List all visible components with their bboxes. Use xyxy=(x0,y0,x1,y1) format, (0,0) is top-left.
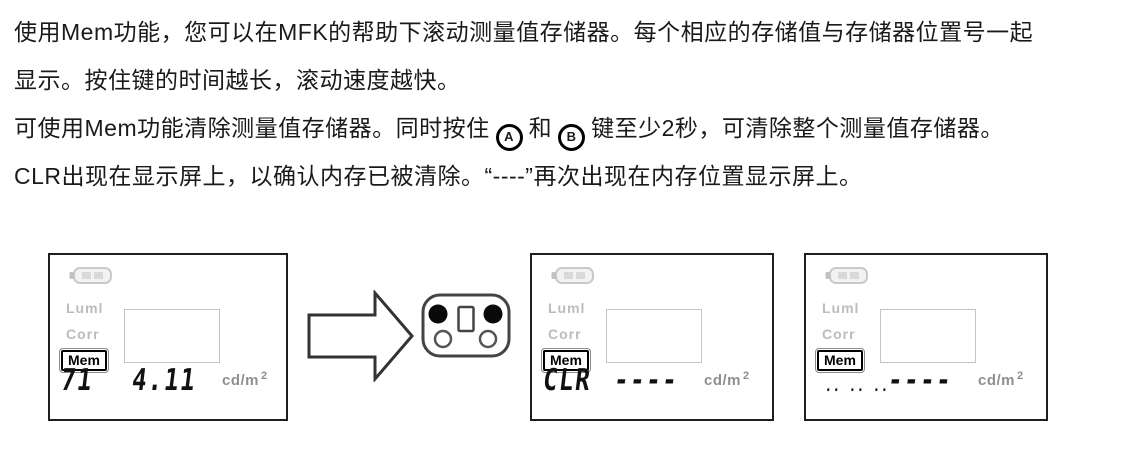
unit-text: cd/m xyxy=(704,372,742,389)
unit-text: cd/m xyxy=(222,372,260,389)
corr-indicator: Corr xyxy=(822,326,856,342)
memory-position-readout: CLR xyxy=(541,363,594,398)
unit-exponent: 2 xyxy=(1017,370,1024,382)
secondary-display-window xyxy=(880,309,976,363)
secondary-display-window xyxy=(606,309,702,363)
button-b-icon: B xyxy=(558,123,586,151)
instruction-line-3-pre: 可使用Mem功能清除测量值存储器。同时按住 xyxy=(14,115,490,141)
instruction-line-3-post: 键至少2秒，可清除整个测量值存储器。 xyxy=(591,115,1004,141)
instruction-line-4: CLR出现在显示屏上，以确认内存已被清除。“----”再次出现在内存位置显示屏上… xyxy=(14,163,863,189)
corr-indicator: Corr xyxy=(66,326,100,342)
instruction-line-2: 显示。按住键的时间越长，滚动速度越快。 xyxy=(14,67,461,93)
instructions-block: 使用Mem功能，您可以在MFK的帮助下滚动测量值存储器。每个相应的存储值与存储器… xyxy=(14,8,1119,200)
secondary-display-window xyxy=(124,309,220,363)
luml-indicator: Luml xyxy=(548,300,586,316)
button-a-pressed xyxy=(428,304,448,324)
button-a-label: A xyxy=(504,129,515,144)
instruction-line-3-mid: 和 xyxy=(528,115,553,141)
battery-icon xyxy=(551,267,595,289)
button-b-pressed xyxy=(483,304,503,324)
memory-position-readout: 71 xyxy=(59,363,96,398)
instruction-line-1: 使用Mem功能，您可以在MFK的帮助下滚动测量值存储器。每个相应的存储值与存储器… xyxy=(14,19,1034,45)
luml-indicator: Luml xyxy=(822,300,860,316)
memory-position-readout: .. .. .. xyxy=(824,377,891,395)
battery-icon xyxy=(69,267,113,289)
mem-indicator: Mem xyxy=(541,348,591,373)
mem-indicator: Mem xyxy=(815,348,865,373)
luml-indicator: Luml xyxy=(66,300,104,316)
unit-exponent: 2 xyxy=(743,370,750,382)
unit-exponent: 2 xyxy=(261,370,268,382)
corr-indicator: Corr xyxy=(548,326,582,342)
measurement-readout: ---- xyxy=(612,363,681,398)
measurement-readout: ---- xyxy=(886,363,955,398)
right-arrow-icon xyxy=(307,288,415,387)
battery-icon xyxy=(825,267,869,289)
measurement-readout: 4.11 xyxy=(130,363,199,398)
button-a-icon: A xyxy=(495,123,523,151)
mfk-keypad-icon xyxy=(421,293,511,363)
button-b-label: B xyxy=(566,129,577,144)
unit-text: cd/m xyxy=(978,372,1016,389)
mem-indicator: Mem xyxy=(59,348,109,373)
